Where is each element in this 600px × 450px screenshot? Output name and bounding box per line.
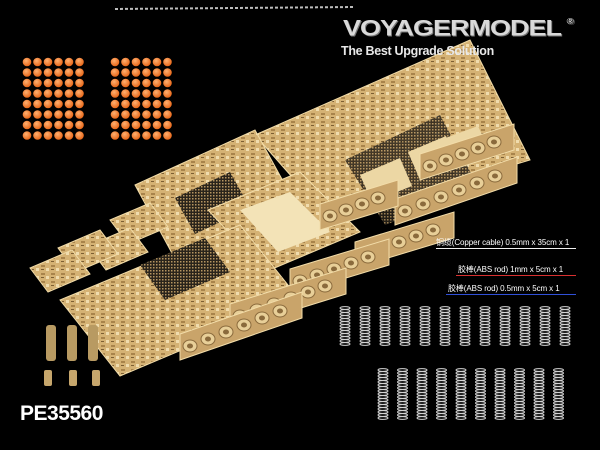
sample-abs-rod-1mm xyxy=(456,275,576,276)
roadwheel-frets xyxy=(179,123,518,361)
sample-copper-cable xyxy=(436,248,576,249)
spring-row-top xyxy=(339,306,571,346)
product-code: PE35560 xyxy=(20,402,103,425)
label-abs-rod-1mm: 胶棒(ABS rod) 1mm x 5cm x 1 xyxy=(458,265,564,274)
fret-small-set xyxy=(29,202,169,293)
brass-turned-parts xyxy=(44,325,100,386)
spring-row-bottom xyxy=(377,368,564,420)
brand-logo: VOYAGERMODEL ® xyxy=(343,16,574,41)
logo-text: VOYAGERMODEL xyxy=(343,16,562,41)
registered-mark: ® xyxy=(566,17,574,27)
label-abs-rod-05mm: 胶棒(ABS rod) 0.5mm x 5cm x 1 xyxy=(448,284,560,293)
resin-parts-grid-left xyxy=(22,57,84,140)
brand-tagline: The Best Upgrade Solution xyxy=(341,44,494,58)
resin-parts-grid-right xyxy=(110,57,172,140)
label-copper-cable: 铜缆(Copper cable) 0.5mm x 35cm x 1 xyxy=(436,238,570,247)
chain-decoration xyxy=(114,6,356,10)
sample-abs-rod-05mm xyxy=(446,294,576,295)
